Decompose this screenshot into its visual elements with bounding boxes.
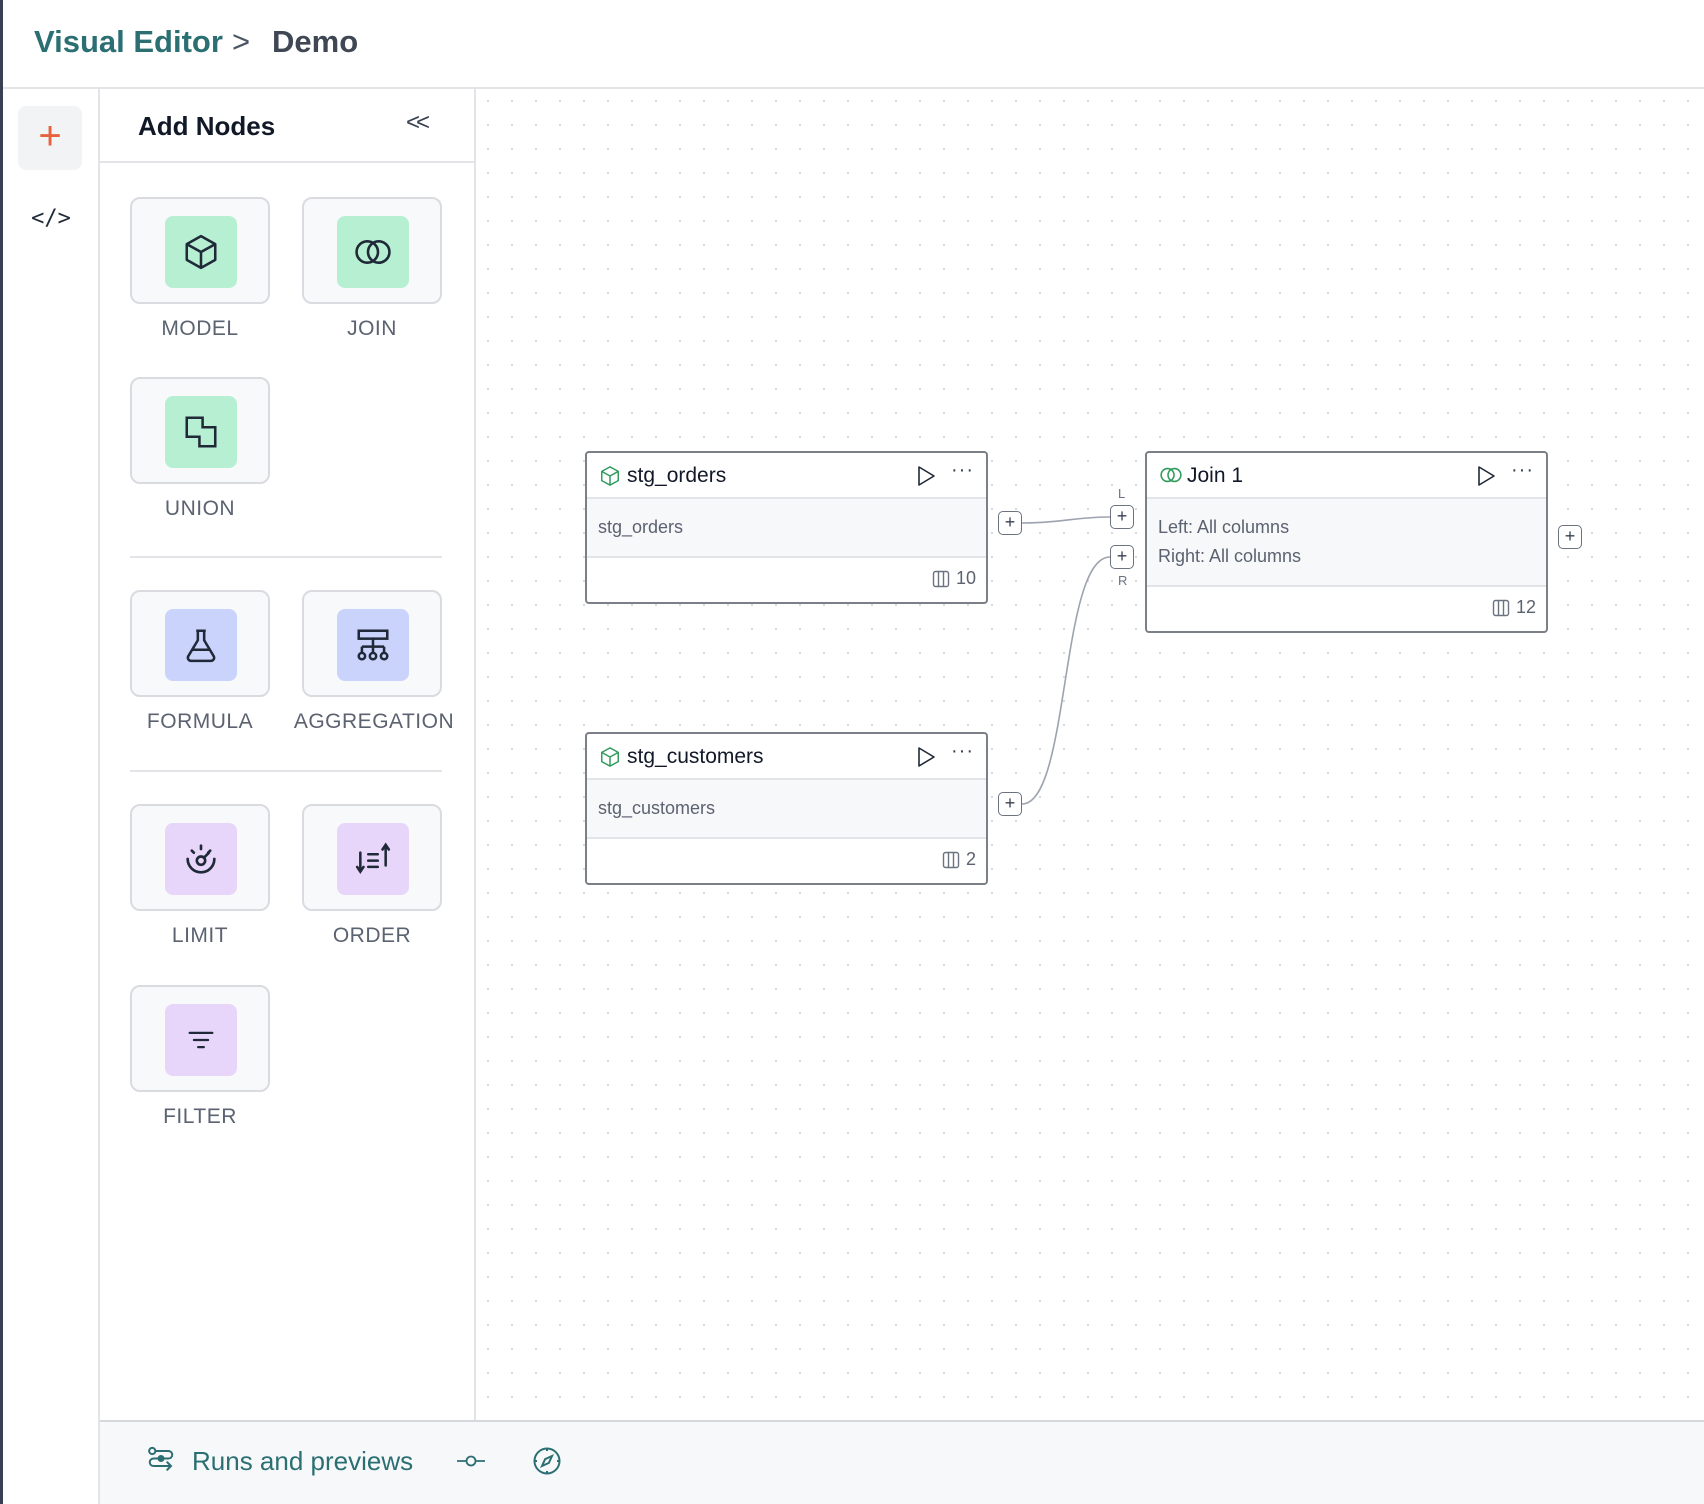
node-tile-limit[interactable]: [130, 804, 270, 911]
column-count: 12: [1492, 597, 1536, 618]
edge-orders-to-join-left: [1021, 516, 1111, 524]
columns-icon: [932, 570, 950, 587]
join-icon: [337, 216, 409, 288]
divider: [130, 556, 442, 558]
cube-icon: [601, 466, 619, 486]
code-view-button[interactable]: </>: [31, 199, 71, 239]
column-count: 2: [942, 849, 976, 870]
more-options-button[interactable]: ···: [1511, 459, 1534, 481]
sort-icon: [337, 823, 409, 895]
input-port-join-right[interactable]: +: [1110, 545, 1134, 569]
columns-icon: [1492, 599, 1510, 616]
runs-and-previews-tab[interactable]: Runs and previews: [192, 1446, 414, 1476]
column-count-value: 12: [1515, 597, 1536, 617]
output-port-stg-orders[interactable]: +: [998, 511, 1022, 535]
node-tile-filter[interactable]: [130, 985, 270, 1092]
code-icon: </>: [31, 206, 71, 231]
more-options-button[interactable]: ···: [951, 740, 974, 762]
join-left-columns: Left: All columns: [1158, 517, 1290, 537]
column-count-value: 2: [965, 849, 976, 869]
window-edge: [0, 0, 3, 1504]
column-count: 10: [932, 568, 976, 589]
input-port-join-left[interactable]: +: [1110, 505, 1134, 529]
aggregation-icon: [337, 609, 409, 681]
node-title: stg_orders: [627, 464, 727, 487]
node-source: stg_orders: [598, 517, 684, 537]
node-label-order: ORDER: [332, 924, 412, 947]
node-label-formula: FORMULA: [146, 710, 254, 733]
bottom-bar: Runs and previews: [100, 1420, 1704, 1504]
breadcrumb-separator: >: [232, 24, 251, 59]
limit-icon: [165, 823, 237, 895]
edge-customers-to-join-right: [1021, 556, 1111, 805]
panel-title: Add Nodes: [138, 111, 276, 141]
canvas-node-stg-customers[interactable]: stg_customers ··· stg_customers 2: [585, 732, 988, 885]
node-title: stg_customers: [627, 745, 764, 768]
filter-icon: [165, 1004, 237, 1076]
breadcrumb-visual-editor[interactable]: Visual Editor: [34, 24, 223, 59]
add-nodes-panel: Add Nodes << MODEL JOIN UNION FORMULA AG…: [100, 89, 476, 1420]
runs-icon: [148, 1446, 174, 1471]
breadcrumb-demo: Demo: [272, 24, 359, 59]
node-label-aggregation: AGGREGATION: [293, 710, 455, 733]
node-source: stg_customers: [598, 798, 716, 818]
node-label-union: UNION: [164, 497, 236, 520]
port-label-right: R: [1118, 573, 1128, 588]
node-label-model: MODEL: [161, 317, 239, 340]
flask-icon: [165, 609, 237, 681]
node-label-filter: FILTER: [163, 1105, 237, 1128]
node-tile-formula[interactable]: [130, 590, 270, 697]
output-port-join-1[interactable]: +: [1558, 525, 1582, 549]
panel-header: Add Nodes <<: [100, 89, 474, 163]
node-tile-order[interactable]: [302, 804, 442, 911]
node-label-join: JOIN: [347, 317, 397, 340]
column-count-value: 10: [955, 568, 976, 588]
run-icon[interactable]: [1476, 465, 1496, 487]
more-options-button[interactable]: ···: [951, 459, 974, 481]
cube-icon: [601, 747, 619, 767]
canvas-node-stg-orders[interactable]: stg_orders ··· stg_orders 10: [585, 451, 988, 604]
plus-icon: +: [38, 114, 62, 158]
join-right-columns: Right: All columns: [1158, 546, 1302, 566]
node-tile-model[interactable]: [130, 197, 270, 304]
add-nodes-button[interactable]: +: [18, 106, 82, 170]
left-rail: + </>: [3, 89, 100, 1504]
divider: [130, 770, 442, 772]
node-label-limit: LIMIT: [171, 924, 229, 947]
output-port-stg-customers[interactable]: +: [998, 792, 1022, 816]
commit-icon[interactable]: [456, 1451, 486, 1471]
run-icon[interactable]: [916, 746, 936, 768]
cube-icon: [165, 216, 237, 288]
run-icon[interactable]: [916, 465, 936, 487]
compass-icon[interactable]: [532, 1446, 562, 1476]
header: Visual Editor > Demo: [3, 0, 1704, 89]
node-title: Join 1: [1187, 464, 1244, 487]
port-label-left: L: [1118, 486, 1126, 501]
columns-icon: [942, 851, 960, 868]
join-icon: [1160, 467, 1182, 483]
node-tile-join[interactable]: [302, 197, 442, 304]
node-tile-aggregation[interactable]: [302, 590, 442, 697]
union-icon: [165, 396, 237, 468]
canvas-node-join-1[interactable]: Join 1 ··· Left: All columns Right: All …: [1145, 451, 1548, 633]
node-tile-union[interactable]: [130, 377, 270, 484]
